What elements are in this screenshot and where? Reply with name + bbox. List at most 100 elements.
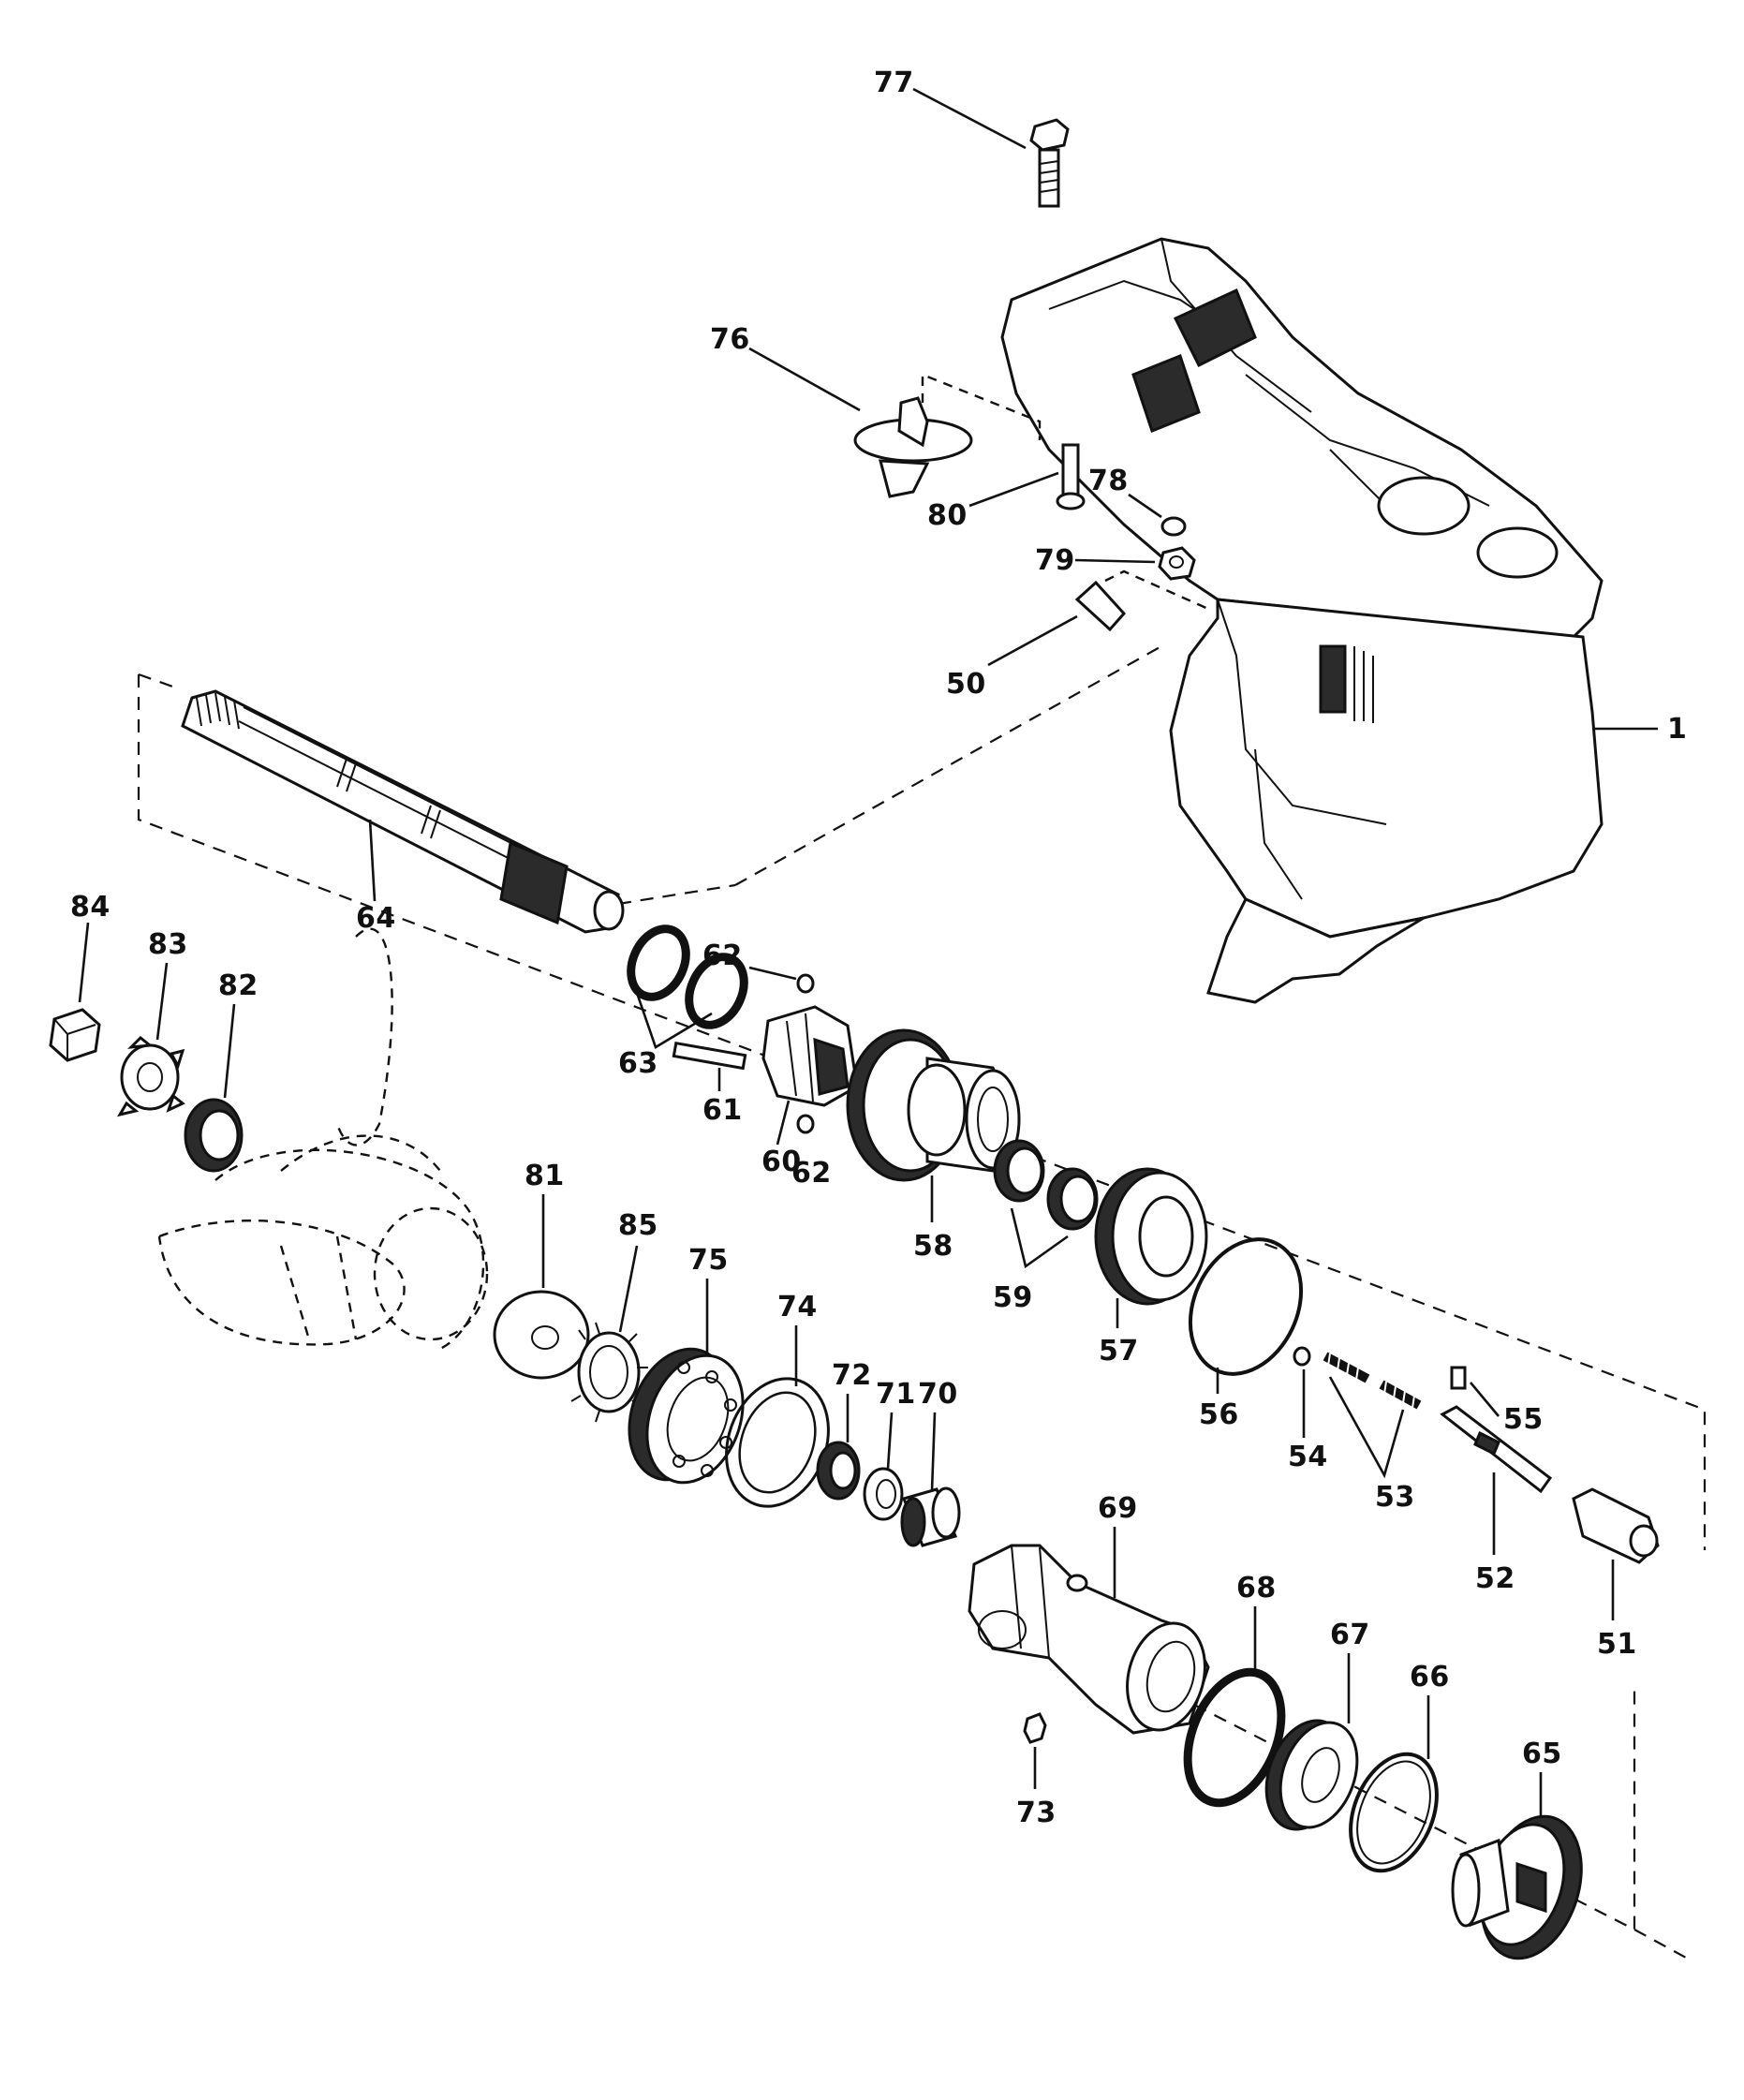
callout-label: 52 <box>1475 1562 1515 1595</box>
callout-label: 61 <box>702 1094 743 1127</box>
leader-line <box>155 962 169 1041</box>
oil-seal-72 <box>816 1441 861 1501</box>
callout-label: 73 <box>1016 1797 1057 1829</box>
anode-trim-tab-76 <box>853 396 973 498</box>
propeller-shaft-64 <box>181 689 625 934</box>
callout-label: 54 <box>1288 1441 1328 1473</box>
callout-label: 66 <box>1410 1661 1450 1693</box>
callout-label: 60 <box>761 1146 802 1178</box>
detent-ball-54 <box>1293 1346 1311 1367</box>
leader-line <box>987 614 1078 667</box>
callout-label: 72 <box>832 1359 872 1392</box>
callout-label: 71 <box>876 1378 916 1411</box>
callout-label: 57 <box>1099 1335 1139 1368</box>
bolt-77 <box>1029 118 1070 208</box>
leader-line <box>748 347 861 412</box>
thrust-hub-82 <box>184 1098 244 1173</box>
spring-53a <box>1323 1352 1370 1383</box>
callout-label: 67 <box>1330 1619 1370 1651</box>
leader-line <box>223 1003 236 1099</box>
callout-label: 62 <box>791 1157 832 1190</box>
leader-line <box>1328 1376 1405 1479</box>
oil-seal-71 <box>863 1467 904 1521</box>
dashed-frame-upper <box>137 645 1707 1550</box>
cross-pin-61 <box>672 1041 747 1071</box>
needle-bearing-59b <box>1046 1167 1099 1231</box>
propeller-outline <box>157 927 489 1351</box>
needle-bearing-70 <box>900 1486 961 1547</box>
detent-ball-62-lower <box>796 1114 815 1134</box>
leader-line <box>968 471 1059 508</box>
o-ring-56 <box>1188 1237 1304 1376</box>
callout-label: 69 <box>1098 1492 1138 1525</box>
callout-label: 62 <box>702 939 743 972</box>
callout-label: 81 <box>525 1160 565 1192</box>
callout-label: 76 <box>710 323 750 356</box>
shift-cam-51 <box>1572 1487 1660 1564</box>
callout-label: 74 <box>777 1291 818 1324</box>
leader-line <box>618 1245 639 1333</box>
cam-follower-52 <box>1440 1405 1553 1494</box>
callout-label: 82 <box>218 969 259 1002</box>
leader-line <box>930 1412 937 1492</box>
ring-63a <box>627 924 690 1001</box>
callout-label: 80 <box>927 499 968 532</box>
leader-line <box>1074 558 1156 564</box>
callout-label: 78 <box>1088 465 1129 497</box>
callout-label: 85 <box>618 1209 658 1242</box>
dashed-alignment-line <box>921 373 1042 440</box>
needle-bearing-59a <box>993 1139 1045 1203</box>
leader-line <box>368 819 377 902</box>
callout-label: 70 <box>918 1378 958 1411</box>
leader-line <box>912 87 1027 150</box>
callout-label: 59 <box>993 1281 1033 1314</box>
pin-55 <box>1450 1366 1467 1390</box>
leader-line <box>886 1412 894 1470</box>
leader-line <box>1470 1382 1500 1417</box>
callout-label: 79 <box>1035 544 1075 577</box>
shim-66 <box>1349 1752 1439 1873</box>
callout-label: 83 <box>148 928 188 961</box>
leader-line <box>748 966 797 981</box>
screw-80 <box>1056 443 1086 510</box>
callout-label: 58 <box>913 1230 953 1263</box>
leader-line <box>1010 1207 1069 1269</box>
leader-line <box>78 922 90 1003</box>
bracket-50 <box>1074 580 1127 632</box>
dashed-frame-lower <box>973 1591 1687 1959</box>
tab-washer-83 <box>116 1035 185 1117</box>
leader-line <box>635 992 713 1049</box>
callout-label: 65 <box>1522 1738 1562 1770</box>
bearing-carrier-69 <box>968 1544 1210 1735</box>
dashed-alignment-line <box>1104 569 1209 611</box>
dashed-frame-shaft <box>138 673 736 906</box>
callout-label: 84 <box>70 891 111 924</box>
ring-63b <box>685 953 748 1029</box>
o-ring-68 <box>1183 1667 1286 1808</box>
propeller-nut-84 <box>49 1008 101 1062</box>
leader-line <box>776 1100 791 1146</box>
callout-label: 51 <box>1597 1628 1637 1661</box>
forward-gear-58 <box>846 1028 1021 1182</box>
nut-79 <box>1158 546 1196 581</box>
tab-washer-85 <box>570 1322 648 1423</box>
clutch-60 <box>761 1005 859 1107</box>
ball-bearing-75 <box>628 1347 745 1485</box>
reverse-gear-65 <box>1451 1814 1583 1960</box>
callout-label: 63 <box>618 1047 658 1080</box>
callout-label: 77 <box>874 67 914 99</box>
washer-78 <box>1160 516 1187 537</box>
detent-ball-62-upper <box>796 973 815 994</box>
thrust-washer-81 <box>493 1290 590 1380</box>
callout-label: 75 <box>688 1244 729 1277</box>
callout-label: 56 <box>1199 1398 1239 1431</box>
callout-label: 53 <box>1375 1481 1415 1514</box>
callout-label: 55 <box>1503 1403 1544 1436</box>
gear-housing <box>1000 237 1604 1004</box>
callout-label: 1 <box>1667 713 1687 746</box>
callout-label: 50 <box>946 668 986 701</box>
key-73 <box>1023 1712 1047 1744</box>
ball-bearing-67 <box>1264 1719 1359 1831</box>
leader-line <box>1128 493 1162 519</box>
